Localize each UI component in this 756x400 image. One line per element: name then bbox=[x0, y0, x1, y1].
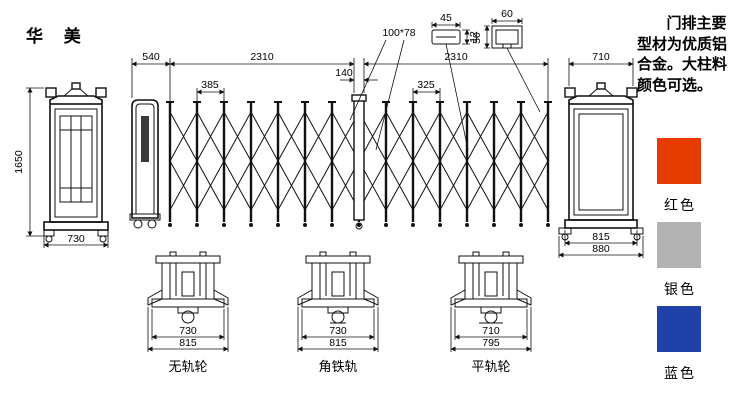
left-post-body bbox=[49, 103, 103, 223]
blue-color-label: 蓝色 bbox=[664, 365, 696, 381]
dim-label-profile-b-h: 50 bbox=[471, 32, 483, 44]
trolley2-caption: 角铁轨 bbox=[318, 359, 357, 374]
red-color-label: 红色 bbox=[664, 197, 696, 213]
right-post-finial bbox=[596, 82, 606, 90]
dim-label-unit-right: 325 bbox=[417, 79, 435, 91]
spec-note-line: 合金。大柱料 bbox=[637, 56, 728, 74]
top-dimensions: 540 2310 2310 710 140 385 325 bbox=[131, 51, 634, 101]
trolley-wheel bbox=[181, 310, 195, 324]
dim-label-profile-a-w: 45 bbox=[440, 12, 452, 24]
dim-left-post-width: 730 bbox=[43, 233, 109, 248]
left-post-window bbox=[59, 115, 93, 203]
dim-label-trolley1-inner: 730 bbox=[179, 325, 197, 337]
gate-middle-post bbox=[351, 94, 367, 230]
trolley3-caption: 平轨轮 bbox=[471, 359, 510, 374]
end-post-body bbox=[131, 99, 159, 219]
right-post-peak bbox=[588, 88, 614, 97]
lattice-upright-bars bbox=[168, 103, 550, 222]
dim-label-mid-post: 140 bbox=[335, 67, 353, 79]
dim-label-right-post-ground: 880 bbox=[592, 243, 610, 255]
trolley-no-track: 730 815 无轨轮 bbox=[147, 251, 229, 374]
trolley-angle-rail: 730 815 角铁轨 bbox=[297, 251, 379, 374]
profile-section-b: 60 50 bbox=[471, 8, 541, 113]
silver-color-swatch bbox=[657, 222, 701, 268]
dim-label-trolley2-outer: 815 bbox=[329, 337, 347, 349]
profile-section-a: 45 12 bbox=[431, 12, 480, 151]
spec-note-line: 门排主要 bbox=[666, 15, 727, 32]
left-post-corner-cap bbox=[95, 87, 107, 98]
left-post-peak bbox=[63, 88, 89, 97]
dim-label-span-left: 2310 bbox=[250, 51, 274, 63]
left-post-wheel bbox=[99, 235, 107, 243]
spec-note: 门排主要 型材为优质铝 合金。大柱料 颜色可选。 bbox=[637, 14, 756, 97]
color-option-blue: 蓝色 bbox=[657, 306, 703, 383]
dim-label-profile-main: 100*78 bbox=[382, 27, 415, 39]
dim-label-left-post-width: 730 bbox=[67, 233, 85, 245]
dim-label-right-post-top: 710 bbox=[592, 51, 610, 63]
profile-callout-main: 100*78 bbox=[349, 27, 416, 151]
dim-label-trolley3-inner: 710 bbox=[482, 325, 500, 337]
right-post-corner-cap bbox=[626, 87, 638, 98]
left-post-wheel bbox=[45, 235, 53, 243]
dim-label-folded: 540 bbox=[142, 51, 160, 63]
red-color-swatch bbox=[657, 138, 701, 184]
dim-label-post-height: 1650 bbox=[13, 150, 25, 174]
left-post-crown bbox=[49, 95, 103, 104]
dim-label-right-post-base: 815 bbox=[592, 231, 610, 243]
trolley1-caption: 无轨轮 bbox=[168, 359, 207, 374]
end-post-base bbox=[129, 213, 161, 221]
gate-end-post bbox=[129, 99, 161, 229]
spec-note-line: 型材为优质铝 bbox=[637, 35, 728, 53]
dim-label-trolley3-outer: 795 bbox=[482, 337, 500, 349]
color-option-silver: 银色 bbox=[657, 222, 703, 299]
right-post-dimensions: 815 880 bbox=[558, 230, 644, 258]
left-post-finial bbox=[71, 82, 81, 90]
dim-post-height: 1650 bbox=[13, 87, 44, 237]
blue-color-swatch bbox=[657, 306, 701, 352]
lattice-bar-wheels bbox=[168, 223, 550, 227]
brand-logo-text: 华 美 bbox=[26, 26, 89, 46]
end-post-nameplate bbox=[141, 116, 149, 162]
middle-post-wheel bbox=[355, 222, 363, 230]
right-post bbox=[558, 82, 644, 241]
right-post-base bbox=[564, 219, 638, 229]
dim-label-trolley1-outer: 815 bbox=[179, 337, 197, 349]
trolley-flat-rail: 710 795 平轨轮 bbox=[450, 251, 532, 374]
dim-label-trolley2-inner: 730 bbox=[329, 325, 347, 337]
right-post-corner-cap bbox=[564, 87, 576, 98]
left-post-base bbox=[43, 221, 109, 231]
end-post-wheel bbox=[147, 219, 157, 229]
dim-label-unit-left: 385 bbox=[201, 79, 219, 91]
left-post bbox=[43, 82, 109, 243]
spec-note-line: 颜色可选。 bbox=[637, 77, 713, 95]
left-post-corner-cap bbox=[45, 87, 57, 98]
dim-label-profile-b-w: 60 bbox=[501, 8, 513, 20]
dim-label-span-right: 2310 bbox=[444, 51, 468, 63]
left-post-window-lattice bbox=[60, 116, 92, 202]
dim-label-profile-a-h: 12 bbox=[468, 31, 480, 43]
color-option-red: 红色 bbox=[657, 138, 703, 215]
silver-color-label: 银色 bbox=[664, 281, 696, 297]
end-post-wheel bbox=[133, 219, 143, 229]
